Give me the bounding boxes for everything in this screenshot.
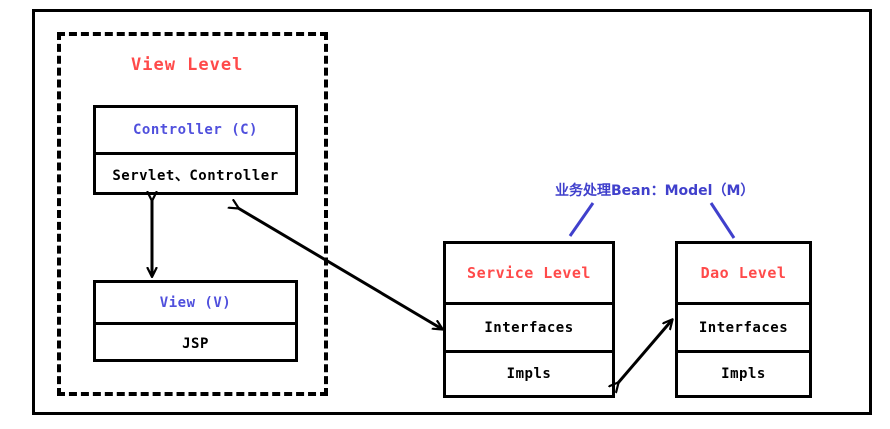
controller-title: Controller (C) — [132, 122, 258, 138]
dao-impls-row: Impls — [678, 350, 809, 395]
dao-interfaces-row: Interfaces — [678, 302, 809, 350]
service-level-box: Service Level Interfaces Impls — [443, 241, 615, 398]
service-impls-row: Impls — [446, 350, 612, 395]
view-detail: JSP — [96, 322, 295, 362]
view-box: View (V) JSP — [93, 280, 298, 362]
controller-box: Controller (C) Servlet、Controller — [93, 105, 298, 195]
view-level-caption: View Level — [131, 55, 244, 75]
dao-level-title: Dao Level — [700, 264, 787, 282]
model-annotation-label: 业务处理Bean：Model（M） — [555, 183, 755, 199]
controller-detail: Servlet、Controller — [96, 152, 295, 195]
view-title: View (V) — [159, 294, 232, 311]
dao-level-box: Dao Level Interfaces Impls — [675, 241, 812, 398]
service-interfaces-row: Interfaces — [446, 302, 612, 350]
service-level-title: Service Level — [467, 264, 591, 282]
